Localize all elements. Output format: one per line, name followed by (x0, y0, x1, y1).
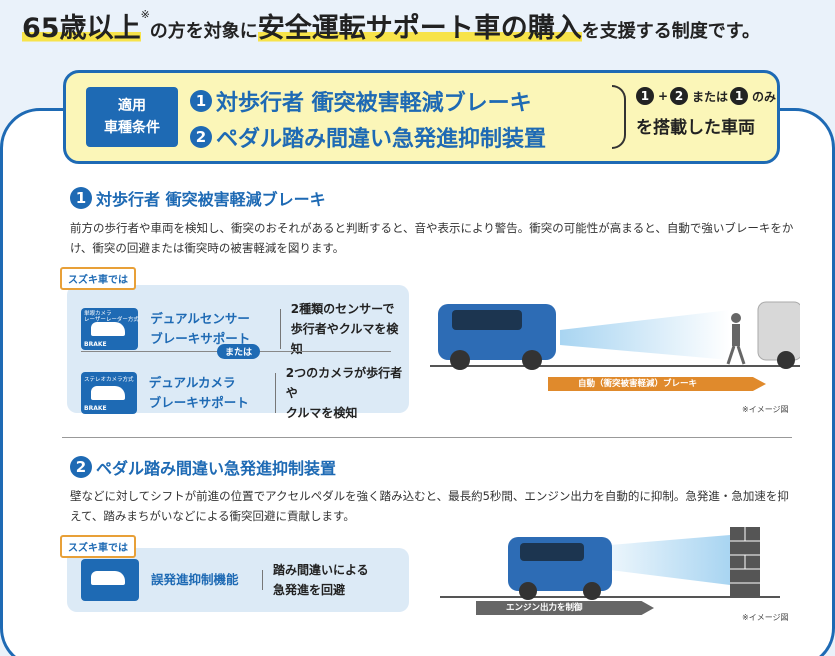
car-shape (91, 386, 125, 400)
conditions-label-line1: 適用 (118, 98, 146, 114)
combo-1-badge: 1 (636, 87, 654, 105)
dual-sensor-icon-caption: 単眼カメラ レーザーレーダー方式 (84, 311, 139, 323)
dual-camera-desc: 2つのカメラが歩行者や クルマを検知 (286, 363, 409, 423)
section2-description: 壁などに対してシフトが前進の位置でアクセルペダルを強く踏み込むと、最長約5秒間、… (70, 489, 789, 523)
or-badge: または (217, 344, 261, 359)
section1-title-text: 対歩行者 衝突被害軽減ブレーキ (96, 190, 326, 209)
brake-label: BRAKE (84, 341, 107, 348)
dual-sensor-name-line1: デュアルセンサー (150, 311, 250, 326)
conditions-result: 1 + 2 または 1 のみ を搭載した車両 (636, 87, 776, 138)
dual-camera-desc-line2: クルマを検知 (285, 406, 358, 420)
feature-dual-camera: ステレオカメラ方式 BRAKE デュアルカメラ ブレーキサポート 2つのカメラが… (81, 363, 409, 423)
conditions-box: 適用 車種条件 1 対歩行者 衝突被害軽減ブレーキ 2 ペダル踏み間違い急発進抑… (63, 70, 780, 164)
section-divider (62, 437, 792, 438)
brick-wall-icon (730, 527, 760, 597)
condition-item-2-text: ペダル踏み間違い急発進抑制装置 (216, 127, 547, 152)
section2-number-badge: 2 (70, 456, 92, 478)
dual-sensor-desc: 2種類のセンサーで 歩行者やクルマを検知 (291, 299, 409, 359)
condition-item-1: 1 対歩行者 衝突被害軽減ブレーキ (190, 85, 532, 117)
section1-feature-box: 単眼カメラ レーザーレーダー方式 BRAKE デュアルセンサー ブレーキサポート… (67, 285, 409, 420)
sensor-beam (610, 535, 730, 585)
headline-purchase: 安全運転サポート車の購入 (257, 13, 582, 44)
combo-1-only-badge: 1 (730, 87, 748, 105)
section1-image-note: ※イメージ図 (742, 405, 789, 414)
engine-control-illustration (440, 527, 780, 600)
sensor-beam (560, 310, 730, 360)
pedestrian-icon (726, 313, 746, 365)
acceleration-suppression-desc-line1: 踏み間違いによる (273, 563, 369, 577)
car-shape (91, 571, 125, 585)
dual-camera-name: デュアルカメラ ブレーキサポート (149, 373, 276, 413)
engine-control-arrow: エンジン出力を制御 (476, 601, 654, 615)
section1-suzuki-tag: スズキ車では (60, 267, 136, 290)
acceleration-suppression-name: 誤発進抑制機能 (151, 570, 263, 590)
combo-or: または (692, 89, 729, 104)
condition-item-2: 2 ペダル踏み間違い急発進抑制装置 (190, 121, 546, 153)
dual-camera-icon-caption: ステレオカメラ方式 (84, 377, 134, 383)
dual-sensor-name-line2: ブレーキサポート (150, 331, 251, 346)
brake-illustration (430, 301, 800, 370)
car-shape (91, 322, 125, 336)
conditions-combo: 1 + 2 または 1 のみ (636, 87, 776, 105)
auto-brake-arrow: 自動（衝突被害軽減）ブレーキ (548, 377, 766, 391)
acceleration-suppression-desc: 踏み間違いによる 急発進を回避 (273, 560, 369, 600)
section2-title: 2 ペダル踏み間違い急発進抑制装置 (70, 455, 336, 479)
acceleration-suppression-desc-line2: 急発進を回避 (273, 583, 346, 597)
headline: 65歳以上※の方を対象に安全運転サポート車の購入を支援する制度です。 (22, 6, 822, 46)
section2-title-text: ペダル踏み間違い急発進抑制装置 (96, 459, 337, 478)
brace-icon (612, 85, 626, 149)
dual-camera-desc-line1: 2つのカメラが歩行者や (285, 366, 403, 400)
combo-only: のみ (751, 89, 776, 104)
conditions-label-line2: 車種条件 (104, 120, 160, 136)
acceleration-suppression-icon (81, 559, 139, 601)
dual-camera-name-line2: ブレーキサポート (148, 395, 249, 410)
combo-2-badge: 2 (670, 87, 688, 105)
section2-suzuki-tag: スズキ車では (60, 535, 136, 558)
dual-sensor-desc-line2: 歩行者やクルマを検知 (290, 322, 399, 356)
dual-sensor-desc-line1: 2種類のセンサーで (290, 302, 395, 316)
suzuki-car-icon (508, 537, 612, 600)
conditions-label: 適用 車種条件 (86, 87, 178, 147)
section1-description: 前方の歩行者や車両を検知し、衝突のおそれがあると判断すると、音や表示により警告。… (70, 221, 794, 255)
section2-image-note: ※イメージ図 (742, 613, 789, 622)
headline-age: 65歳以上 (22, 13, 141, 44)
conditions-result-text: を搭載した車両 (636, 118, 755, 138)
condition-item-1-text: 対歩行者 衝突被害軽減ブレーキ (216, 91, 532, 116)
headline-part1: の方を対象に (149, 21, 258, 42)
feature-acceleration-suppression: 誤発進抑制機能 踏み間違いによる 急発進を回避 (81, 559, 369, 601)
headline-note-mark: ※ (140, 8, 150, 21)
section2-feature-box: 誤発進抑制機能 踏み間違いによる 急発進を回避 (67, 548, 409, 612)
dual-camera-brake-icon: ステレオカメラ方式 BRAKE (81, 372, 137, 414)
dual-sensor-brake-icon: 単眼カメラ レーザーレーダー方式 BRAKE (81, 308, 139, 350)
feature-dual-sensor: 単眼カメラ レーザーレーダー方式 BRAKE デュアルセンサー ブレーキサポート… (81, 299, 409, 359)
combo-plus: + (657, 89, 669, 103)
section1-number-badge: 1 (70, 187, 92, 209)
dual-camera-name-line1: デュアルカメラ (148, 375, 236, 390)
number-2-badge: 2 (190, 126, 212, 148)
brake-label: BRAKE (84, 405, 107, 412)
section1-title: 1 対歩行者 衝突被害軽減ブレーキ (70, 186, 326, 210)
headline-part2: を支援する制度です。 (581, 21, 760, 42)
suzuki-car-icon (438, 304, 556, 370)
number-1-badge: 1 (190, 90, 212, 112)
parked-car-icon (757, 301, 800, 369)
dual-sensor-name: デュアルセンサー ブレーキサポート (150, 309, 281, 349)
